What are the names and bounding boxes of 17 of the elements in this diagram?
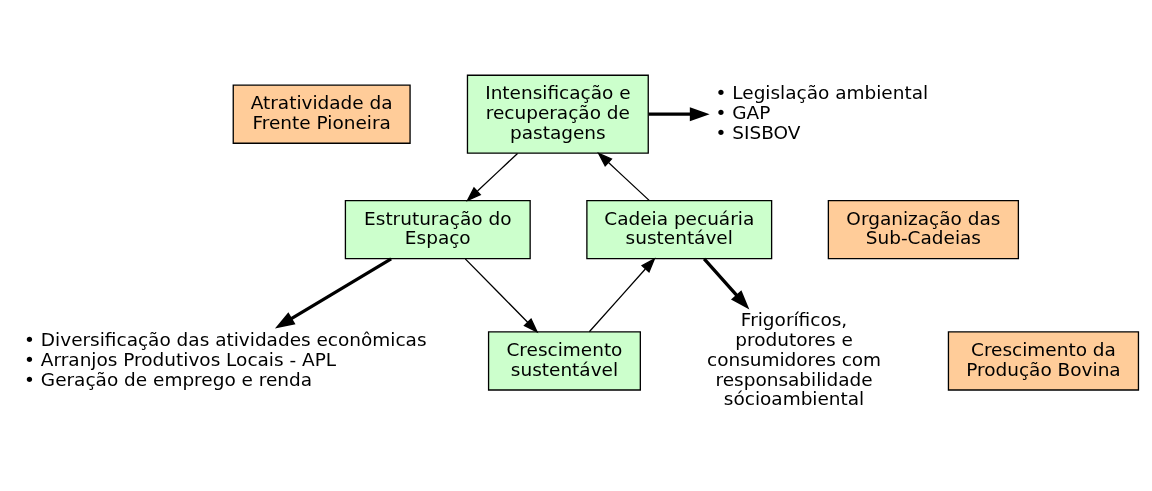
- arrow: [274, 257, 392, 329]
- arrow: [702, 257, 750, 310]
- arrow: [648, 107, 710, 122]
- node-box: Estruturação do Espaço: [344, 200, 531, 260]
- node-box: Crescimento sustentável: [487, 331, 641, 391]
- arrow: [588, 257, 656, 333]
- arrow: [466, 152, 519, 202]
- arrow: [464, 258, 539, 334]
- node-text: • Legislação ambiental • GAP • SISBOV: [715, 82, 929, 143]
- node-text: • Diversificação das atividades econômicas • Arranjos Produtivos Locais - APL • Geração de emprego e renda: [24, 329, 427, 390]
- node-box: Organização das Sub-Cadeias: [827, 200, 1020, 260]
- node-box: Cadeia pecuária sustentável: [586, 200, 773, 260]
- arrow: [597, 152, 650, 202]
- node-box: Intensificação e recuperação de pastagens: [466, 74, 649, 154]
- node-text: Frigoríficos, produtores e consumidores com responsabilidade sócioambiental: [706, 309, 882, 410]
- node-box: Crescimento da Produção Bovina: [947, 331, 1140, 391]
- node-box: Atratividade da Frente Pioneira: [232, 84, 411, 144]
